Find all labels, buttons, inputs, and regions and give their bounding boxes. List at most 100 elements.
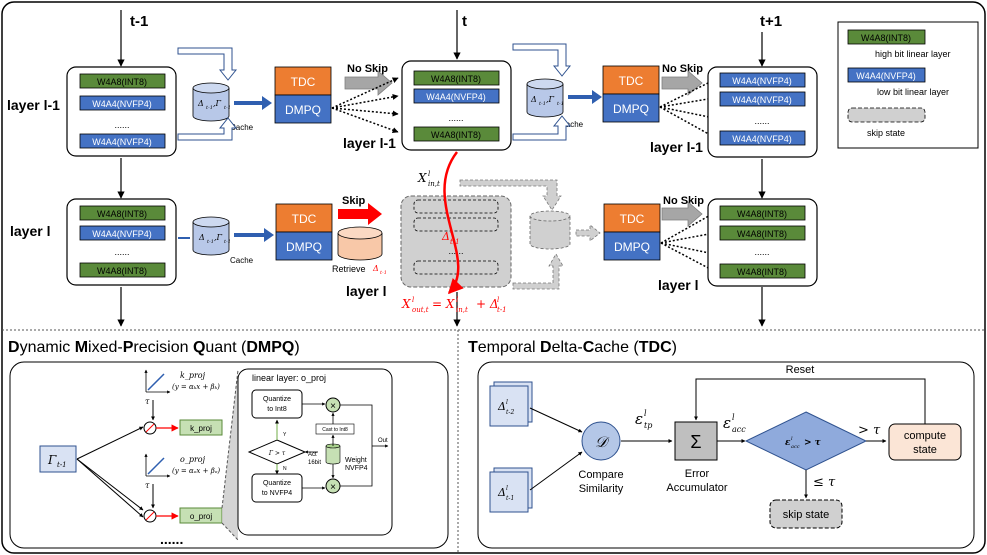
tdc-panel xyxy=(477,361,975,549)
int8-label: W4A8(INT8) xyxy=(97,77,147,87)
svg-text:t-1: t-1 xyxy=(224,105,231,111)
accumulator-label: Accumulator xyxy=(666,482,727,494)
svg-text:l: l xyxy=(506,485,508,492)
svg-text:l: l xyxy=(791,436,793,442)
svg-text:W4A8(INT8): W4A8(INT8) xyxy=(737,229,787,239)
svg-text:t-1: t-1 xyxy=(207,239,214,245)
block-next-layer-l: W4A8(INT8) W4A8(INT8) ...... W4A8(INT8) xyxy=(707,198,818,287)
svg-text:𝒟: 𝒟 xyxy=(595,433,610,451)
layer-l-label-curr: layer l xyxy=(346,283,386,299)
svg-text:TDC: TDC xyxy=(292,212,317,226)
svg-text:(y = αₒx + βₒ): (y = αₒx + βₒ) xyxy=(172,467,220,475)
svg-text:ε: ε xyxy=(723,414,731,432)
svg-text:Weight: Weight xyxy=(345,457,367,464)
skip-state-block: ...... xyxy=(400,195,512,288)
svg-text:> τ: > τ xyxy=(804,438,822,448)
svg-text:l: l xyxy=(732,413,735,422)
svg-text:Act: Act xyxy=(308,452,317,458)
svg-text:W4A8(INT8): W4A8(INT8) xyxy=(737,267,787,277)
k-proj-box xyxy=(179,419,223,436)
layer-l-label: layer l xyxy=(10,223,50,239)
tdc-dmpq-prev-l1: TDC DMPQ xyxy=(274,66,332,124)
similarity-label: Similarity xyxy=(579,483,624,495)
legend-nvfp4: W4A4(NVFP4) xyxy=(856,71,916,81)
svg-text:TDC: TDC xyxy=(620,212,645,226)
svg-text:X: X xyxy=(401,297,411,311)
svg-text:......: ...... xyxy=(114,247,129,257)
svg-text:W4A8(INT8): W4A8(INT8) xyxy=(431,130,481,140)
svg-text:Dynamic Mixed-Precision Quant: Dynamic Mixed-Precision Quant (DMPQ) xyxy=(8,339,300,356)
layer-l1-label-next: layer l-1 xyxy=(650,139,703,155)
svg-text:acc: acc xyxy=(732,425,746,434)
dots-label: ...... xyxy=(114,120,129,130)
svg-text:k_proj: k_proj xyxy=(190,424,212,433)
svg-text:......: ...... xyxy=(754,116,769,126)
svg-text:o_proj: o_proj xyxy=(190,512,212,521)
svg-text:= X: = X xyxy=(432,297,455,311)
svg-text:W4A8(INT8): W4A8(INT8) xyxy=(97,209,147,219)
tdc-label: TDC xyxy=(291,75,316,89)
skip-label: Skip xyxy=(342,195,366,207)
svg-text:t-1: t-1 xyxy=(539,101,546,107)
svg-text:,Γ: ,Γ xyxy=(546,95,555,104)
svg-text:DMPQ: DMPQ xyxy=(613,102,649,116)
svg-text:W4A4(NVFP4): W4A4(NVFP4) xyxy=(92,229,152,239)
svg-text:,Γ: ,Γ xyxy=(213,99,222,108)
svg-text:(y = αₖx + βₖ): (y = αₖx + βₖ) xyxy=(172,383,220,391)
svg-text:l: l xyxy=(428,170,430,178)
svg-text:state: state xyxy=(913,444,937,456)
svg-text:l: l xyxy=(506,399,508,406)
weight-cylinder xyxy=(325,443,341,465)
svg-text:t-1: t-1 xyxy=(497,306,507,314)
svg-text:W4A8(INT8): W4A8(INT8) xyxy=(737,209,787,219)
tdc-dmpq-curr-l1: TDC DMPQ xyxy=(602,65,660,123)
svg-text:k_proj: k_proj xyxy=(180,371,206,380)
svg-text:Γ > τ: Γ > τ xyxy=(268,450,286,457)
time-prev-label: t-1 xyxy=(130,13,148,30)
nvfp4-label: W4A4(NVFP4) xyxy=(92,99,152,109)
block-prev-layer-l: W4A8(INT8) W4A4(NVFP4) ...... W4A8(INT8) xyxy=(66,198,177,286)
dmpq-title: Dynamic Mixed-Precision Quant (DMPQ) xyxy=(8,339,300,356)
svg-text:TDC: TDC xyxy=(619,74,644,88)
error-label: Error xyxy=(685,468,710,480)
svg-text:......: ...... xyxy=(448,113,463,123)
sum-box xyxy=(674,421,718,461)
svg-text:Δ: Δ xyxy=(372,264,379,273)
svg-text:+ Δ: + Δ xyxy=(476,297,499,311)
gamma-input xyxy=(39,445,77,473)
compare-label: Compare xyxy=(578,469,623,481)
quant-int8-box xyxy=(251,389,303,419)
svg-text:ε: ε xyxy=(635,410,643,428)
svg-text:Γ: Γ xyxy=(47,453,57,467)
svg-text:t-1: t-1 xyxy=(557,101,564,107)
svg-text:DMPQ: DMPQ xyxy=(286,240,322,254)
svg-text:t-1: t-1 xyxy=(224,239,231,245)
svg-text:l: l xyxy=(412,296,414,304)
gt-tau-label: > τ xyxy=(858,423,881,438)
time-next-label: t+1 xyxy=(760,13,782,30)
svg-text:t-1: t-1 xyxy=(380,270,387,276)
block-next-layer-l1: W4A4(NVFP4) W4A4(NVFP4) ...... W4A4(NVFP… xyxy=(707,66,818,158)
tdc-title: Temporal Delta-Cache (TDC) xyxy=(468,339,677,356)
svg-text:Σ: Σ xyxy=(690,432,701,452)
dmpq-label: DMPQ xyxy=(285,103,321,117)
svg-text:l: l xyxy=(497,296,499,304)
svg-text:t-1: t-1 xyxy=(57,461,67,469)
legend: W4A8(INT8) high bit linear layer W4A4(NV… xyxy=(837,21,979,149)
svg-text:16bit: 16bit xyxy=(308,460,321,466)
residual-equation: X out,t l = X in,t l + Δ t-1 l xyxy=(401,296,507,314)
similarity-node xyxy=(581,421,621,461)
block-prev-layer-l1: W4A8(INT8) W4A4(NVFP4) ...... W4A4(NVFP4… xyxy=(66,66,177,157)
svg-text:W4A8(INT8): W4A8(INT8) xyxy=(431,74,481,84)
svg-text:to NVFP4: to NVFP4 xyxy=(262,490,292,497)
tdc-dmpq-prev-l: TDC DMPQ xyxy=(275,203,333,261)
cache-label: Cache xyxy=(230,123,254,132)
retrieve-label: Retrieve xyxy=(332,264,366,274)
o-proj-plot: o_proj (y = αₒx + βₒ) xyxy=(144,453,220,478)
legend-int8: W4A8(INT8) xyxy=(861,33,911,43)
svg-text:τ: τ xyxy=(145,481,150,490)
